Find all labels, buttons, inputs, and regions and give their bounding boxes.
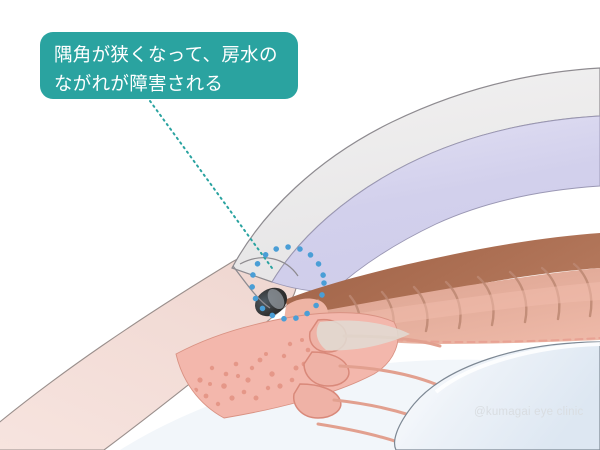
angle-highlight-circle bbox=[249, 244, 327, 322]
callout-box: 隅角が狭くなって、房水の ながれが障害される bbox=[40, 32, 298, 99]
callout-text: 隅角が狭くなって、房水の ながれが障害される bbox=[54, 45, 278, 95]
callout-leader-line bbox=[149, 100, 273, 269]
ciliary-pigment-stipple bbox=[193, 338, 319, 407]
watermark: @kumagai eye clinic bbox=[474, 406, 584, 418]
limbus-line bbox=[232, 265, 271, 309]
lens-highlight bbox=[434, 342, 600, 394]
crystalline-lens bbox=[393, 341, 600, 450]
schlemm-canal bbox=[267, 288, 285, 310]
posterior-iris-border bbox=[299, 329, 600, 344]
iris-pigment-band bbox=[284, 233, 600, 318]
corneal-inner-curve bbox=[239, 257, 299, 277]
pars-plana bbox=[316, 320, 410, 351]
